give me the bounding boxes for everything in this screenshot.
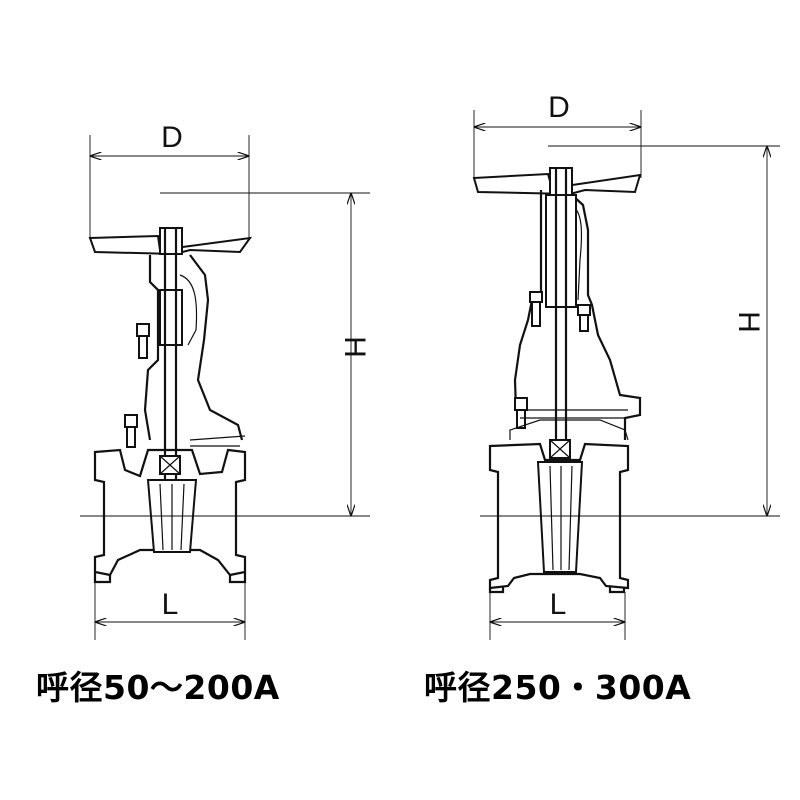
right-dimensions [474,110,780,640]
caption-left-size-range: 呼径50～200A [36,668,280,707]
valve-left-drawing [80,227,253,584]
dim-l-label-right: L [550,588,567,621]
dim-d-label-left: D [161,121,183,154]
yoke-right-outline [189,254,244,441]
stem-housing-left [159,289,183,346]
dim-h-label-right: H [732,311,765,333]
left-dimensions [90,135,370,640]
yoke-right-right-outline [571,194,642,440]
valve-body-right [488,442,630,590]
gate-wedge-right [536,461,584,573]
caption-right-size-range: 呼径250・300A [424,668,692,707]
stem-housing-right [545,194,577,308]
valve-body-left [93,448,247,577]
dim-h-label-left: H [338,336,371,358]
valve-right-drawing [472,167,642,594]
handwheel-hub-left [159,227,183,255]
dim-l-label-left: L [162,588,179,621]
yoke-left-outline [143,255,160,441]
handwheel-hub-right [549,167,573,199]
handwheel-left [88,234,253,256]
dim-d-label-right: D [548,91,570,124]
